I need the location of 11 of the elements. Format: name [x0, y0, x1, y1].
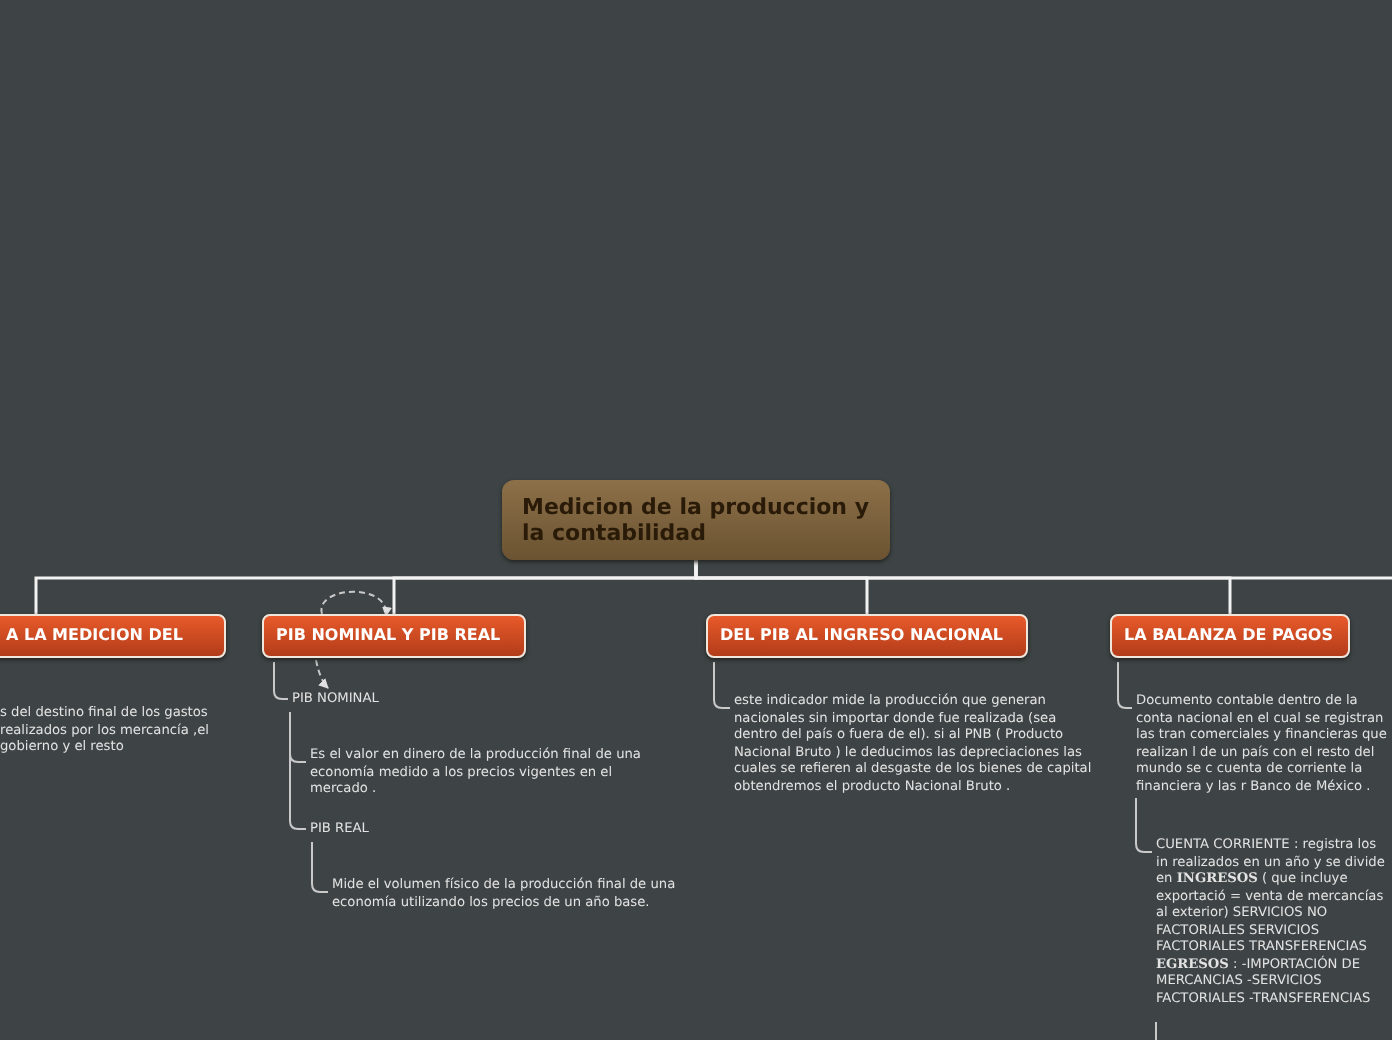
connector-line: [273, 661, 289, 700]
connector-line: [289, 711, 307, 830]
topic-box: A LA MEDICION DEL: [0, 614, 226, 658]
topic-box: PIB NOMINAL Y PIB REAL: [262, 614, 526, 658]
central-topic-box: Medicion de la produccion y la contabilidad: [502, 480, 890, 560]
connector-line: [694, 560, 1392, 580]
topic-box: DEL PIB AL INGRESO NACIONAL: [706, 614, 1028, 658]
arrow: [315, 659, 329, 689]
arrow: [320, 590, 391, 617]
topic-box: LA BALANZA DE PAGOS: [1110, 614, 1350, 658]
connector-line: [1155, 1021, 1157, 1040]
